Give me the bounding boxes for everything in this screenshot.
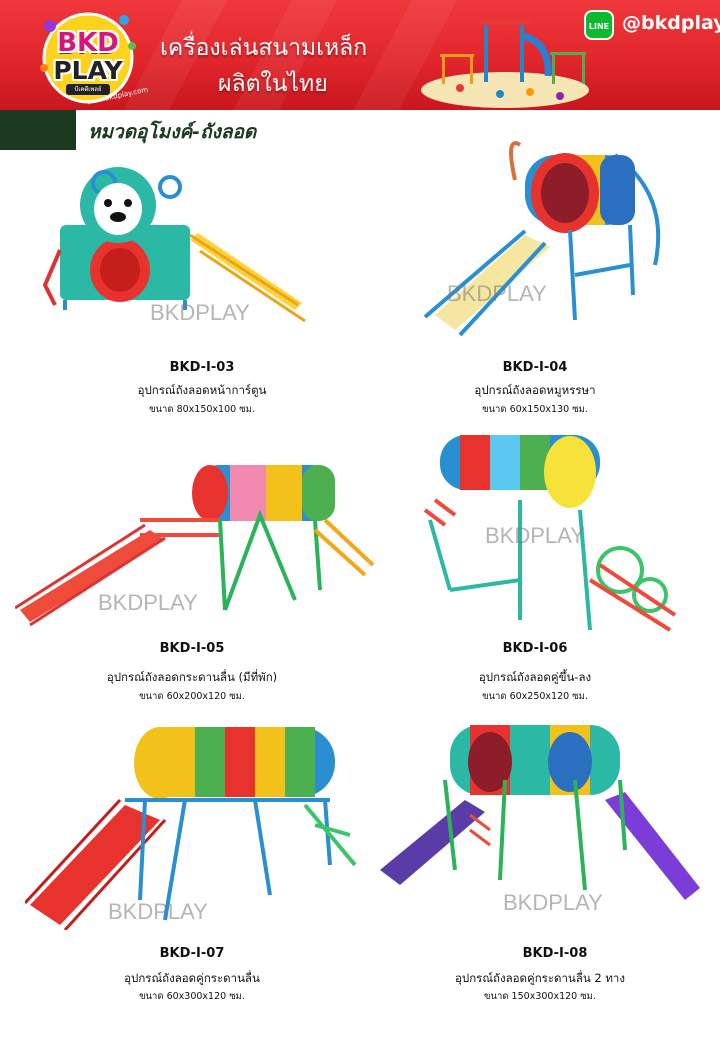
product-code: BKD-I-08 xyxy=(522,946,588,961)
product-image-bkd-i-07[interactable] xyxy=(25,725,365,930)
product-name: อุปกรณ์ถังลอดคู่กระดานลื่น 2 ทาง xyxy=(454,971,625,985)
bkd-play-logo[interactable]: BKD PLAY บีเคดีเพลย์ www.bkdplay.com xyxy=(38,6,149,106)
logo-line-2: PLAY xyxy=(53,56,123,85)
product-name: อุปกรณ์ถังลอดหน้าการ์ตูน xyxy=(137,383,267,397)
product-code: BKD-I-06 xyxy=(502,641,568,656)
product-size: ขนาด 80x150x100 ซม. xyxy=(149,404,255,415)
product-image-bkd-i-03[interactable] xyxy=(40,165,310,335)
line-app-icon[interactable]: LINE xyxy=(584,10,614,40)
product-code: BKD-I-04 xyxy=(502,360,568,375)
product-image-bkd-i-08[interactable] xyxy=(375,720,705,925)
line-handle[interactable]: @bkdplay xyxy=(622,12,720,34)
product-name: อุปกรณ์ถังลอดกระดานลื่น (มีที่พัก) xyxy=(106,670,278,684)
product-code: BKD-I-03 xyxy=(169,360,235,375)
page-header: BKD PLAY บีเคดีเพลย์ www.bkdplay.com เคร… xyxy=(0,0,720,110)
product-image-bkd-i-06[interactable] xyxy=(420,430,680,635)
product-name: อุปกรณ์ถังลอดคู่ขึ้น-ลง xyxy=(478,670,592,684)
product-size: ขนาด 60x250x120 ซม. xyxy=(482,691,588,702)
product-name: อุปกรณ์ถังลอดคู่กระดานลื่น xyxy=(124,971,260,985)
category-title: หมวดอุโมงค์-ถังลอด xyxy=(88,121,257,143)
product-size: ขนาด 60x300x120 ซม. xyxy=(139,991,245,1002)
logo-badge-shape xyxy=(40,12,136,104)
product-size: ขนาด 60x150x130 ซม. xyxy=(482,404,588,415)
watermark: BKDPLAY xyxy=(150,300,250,325)
product-image-bkd-i-04[interactable] xyxy=(415,135,675,350)
watermark: BKDPLAY xyxy=(108,899,208,924)
logo-text: BKD PLAY xyxy=(38,6,138,85)
product-code: BKD-I-05 xyxy=(159,641,225,656)
logo-line-1: BKD xyxy=(57,28,119,58)
logo-tagline: บีเคดีเพลย์ xyxy=(66,84,110,95)
product-image-bkd-i-05[interactable] xyxy=(15,460,375,630)
watermark: BKDPLAY xyxy=(98,590,198,615)
watermark: BKDPLAY xyxy=(503,890,603,915)
product-size: ขนาด 150x300x120 ซม. xyxy=(484,991,596,1002)
header-title-line-1: เครื่องเล่นสนามเหล็ก xyxy=(160,35,368,61)
product-code: BKD-I-07 xyxy=(159,946,225,961)
product-size: ขนาด 60x200x120 ซม. xyxy=(139,691,245,702)
category-accent-bar xyxy=(0,110,76,150)
watermark: BKDPLAY xyxy=(447,281,547,306)
product-name: อุปกรณ์ถังลอดหมูหรรษา xyxy=(474,383,596,397)
watermark: BKDPLAY xyxy=(485,523,585,548)
playground-scene-illustration xyxy=(421,20,589,108)
header-title-line-2: ผลิตในไทย xyxy=(218,71,328,97)
